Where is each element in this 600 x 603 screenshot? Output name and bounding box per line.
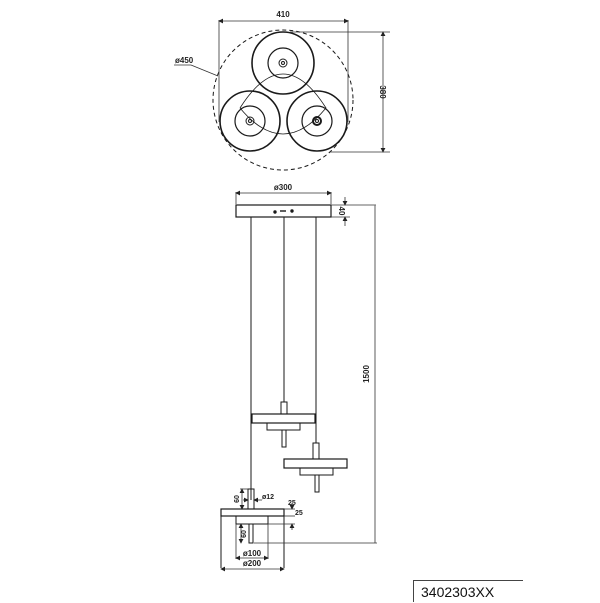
outer-dashed-circle <box>212 29 354 171</box>
inner-diameter-label: ø100 <box>243 549 262 558</box>
stem-length-label: 60 <box>234 495 241 503</box>
canopy-diameter-label: ø300 <box>274 183 293 192</box>
disc-right <box>286 90 348 152</box>
shade-lower-thickness-label: 25 <box>295 510 303 517</box>
lower-stem-length-label: 60 <box>241 530 248 538</box>
side-view <box>220 204 348 568</box>
outer-diameter-label: ø200 <box>243 559 262 568</box>
dim-width-label: 410 <box>276 10 290 19</box>
dim-height-label: 380 <box>378 85 387 99</box>
shade-top-thickness-label: 25 <box>288 500 296 507</box>
disc-top <box>251 31 315 95</box>
disc-left <box>219 90 281 152</box>
canopy-height-label: 40 <box>337 207 346 216</box>
total-height-label: 1500 <box>362 365 371 383</box>
dim-diameter-label: ø450 <box>175 56 194 65</box>
top-view <box>212 29 354 171</box>
top-view-dimensions <box>174 18 390 153</box>
stem-diameter-label: ø12 <box>262 494 274 501</box>
side-view-dimensions <box>220 190 377 572</box>
product-code: 3402303XX <box>413 580 523 602</box>
